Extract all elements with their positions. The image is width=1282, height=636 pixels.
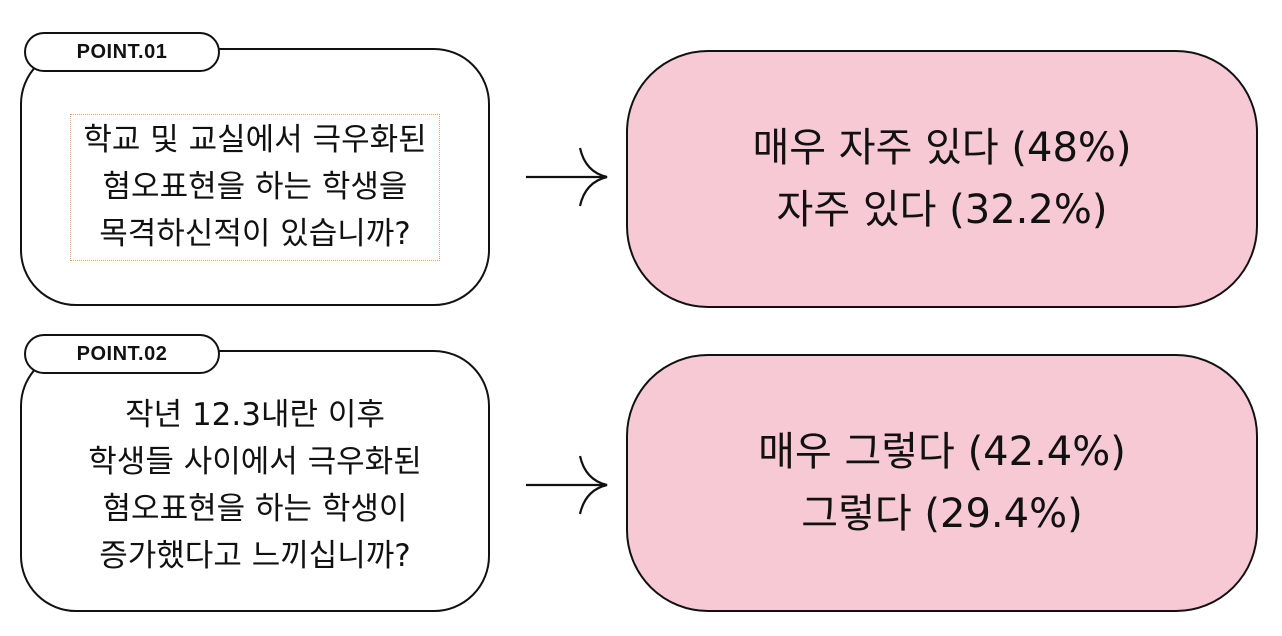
- point-02-tag: POINT.02: [24, 334, 220, 374]
- point-02-question-box: 작년 12.3내란 이후 학생들 사이에서 극우화된 혐오표현을 하는 학생이 …: [20, 350, 490, 612]
- point-01-answer-box: 매우 자주 있다 (48%) 자주 있다 (32.2%): [626, 50, 1258, 308]
- point-02-answer-text: 매우 그렇다 (42.4%) 그렇다 (29.4%): [758, 429, 1126, 537]
- point-01-tag-label: POINT.01: [76, 40, 168, 63]
- point-01-arrow-icon: [526, 147, 608, 207]
- point-02-tag-label: POINT.02: [76, 342, 168, 365]
- point-01-question-box: 학교 및 교실에서 극우화된 혐오표현을 하는 학생을 목격하신적이 있습니까?: [20, 48, 490, 306]
- point-01-answer-text: 매우 자주 있다 (48%) 자주 있다 (32.2%): [752, 125, 1132, 233]
- point-02-arrow-icon: [526, 455, 608, 515]
- point-02-answer-box: 매우 그렇다 (42.4%) 그렇다 (29.4%): [626, 354, 1258, 612]
- point-01-question-text: 학교 및 교실에서 극우화된 혐오표현을 하는 학생을 목격하신적이 있습니까?: [83, 121, 427, 252]
- point-01-question-frame: 학교 및 교실에서 극우화된 혐오표현을 하는 학생을 목격하신적이 있습니까?: [70, 113, 440, 261]
- point-01-tag: POINT.01: [24, 32, 220, 72]
- point-02-question-text: 작년 12.3내란 이후 학생들 사이에서 극우화된 혐오표현을 하는 학생이 …: [88, 397, 422, 574]
